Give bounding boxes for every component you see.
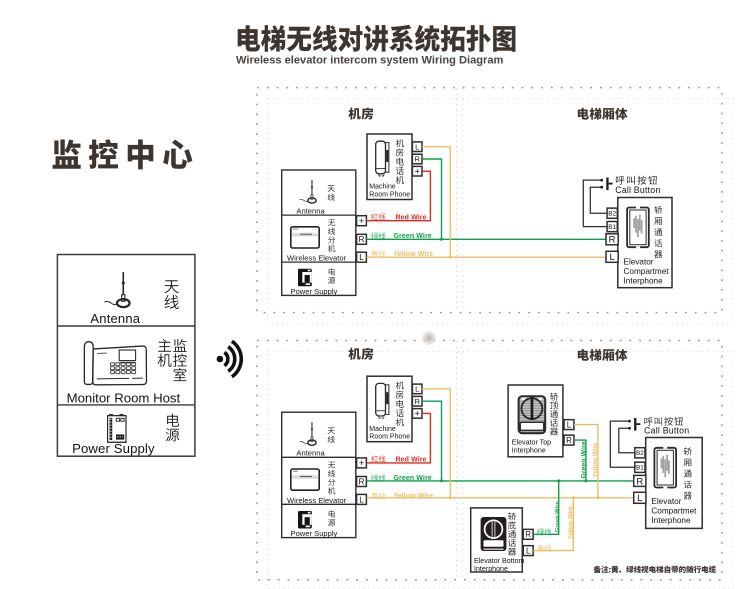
- svg-text:Machine: Machine: [369, 184, 396, 191]
- svg-text:+: +: [415, 166, 420, 176]
- svg-text:Red Wire: Red Wire: [396, 214, 427, 221]
- svg-text:L: L: [609, 252, 614, 263]
- svg-text:L: L: [359, 495, 364, 504]
- svg-text:L: L: [415, 385, 419, 394]
- svg-text:R: R: [414, 155, 420, 164]
- svg-text:R: R: [566, 436, 572, 445]
- svg-text:Antenna: Antenna: [296, 449, 325, 458]
- svg-text:L: L: [415, 142, 419, 151]
- svg-text:R: R: [609, 235, 616, 246]
- svg-text:Elevator Top: Elevator Top: [512, 438, 551, 446]
- svg-text:Call Button: Call Button: [644, 426, 689, 436]
- svg-text:R: R: [414, 397, 420, 406]
- svg-text:R: R: [525, 530, 531, 539]
- svg-text:R: R: [636, 476, 643, 487]
- svg-text:Power Supply: Power Supply: [291, 287, 338, 296]
- svg-text:Antenna: Antenna: [90, 311, 140, 326]
- svg-text:+: +: [359, 458, 364, 468]
- svg-text:Compartmet: Compartmet: [624, 267, 670, 276]
- svg-text:Green Wire: Green Wire: [581, 441, 588, 478]
- svg-text:Interphone: Interphone: [512, 446, 546, 454]
- svg-text:Green Wire: Green Wire: [394, 475, 432, 482]
- svg-text:Room Phone: Room Phone: [369, 434, 410, 441]
- svg-text:L: L: [567, 420, 572, 429]
- svg-text:L: L: [526, 546, 531, 555]
- svg-text:Yellow Wire: Yellow Wire: [569, 506, 575, 540]
- svg-text:Green Wire: Green Wire: [555, 501, 561, 532]
- svg-text:Elevator: Elevator: [624, 258, 654, 267]
- svg-text:Wireless elevator intercom sys: Wireless elevator intercom system Wiring…: [236, 55, 504, 67]
- svg-text:Room Phone: Room Phone: [369, 191, 410, 198]
- svg-text:B2: B2: [608, 211, 616, 218]
- svg-text:Elevator: Elevator: [651, 497, 681, 506]
- svg-text:Wireless Elevator: Wireless Elevator: [287, 496, 347, 505]
- svg-text:Red Wire: Red Wire: [396, 457, 427, 464]
- svg-text:Monitor Room Host: Monitor Room Host: [67, 390, 181, 405]
- svg-text:B2: B2: [636, 450, 644, 457]
- svg-text:B1: B1: [608, 224, 616, 231]
- svg-text:L: L: [637, 493, 642, 504]
- svg-text:Power Supply: Power Supply: [291, 529, 338, 538]
- svg-text:Yellow Wire: Yellow Wire: [592, 442, 599, 477]
- svg-text:Elevator Bottom: Elevator Bottom: [474, 557, 525, 565]
- svg-text:+: +: [359, 216, 364, 226]
- svg-text:Yellow Wire: Yellow Wire: [393, 251, 433, 258]
- svg-text:Interphone: Interphone: [651, 516, 691, 525]
- svg-text:Compartmet: Compartmet: [651, 507, 697, 516]
- svg-text:Interphone: Interphone: [474, 565, 508, 573]
- svg-text:R: R: [359, 235, 365, 244]
- svg-text:Machine: Machine: [369, 426, 396, 433]
- svg-text:Yellow Wire: Yellow Wire: [393, 493, 433, 500]
- svg-text:Power Supply: Power Supply: [72, 441, 155, 456]
- svg-text:Green Wire: Green Wire: [394, 233, 432, 240]
- svg-text:+: +: [415, 409, 420, 419]
- svg-text:Interphone: Interphone: [624, 277, 664, 286]
- svg-text:Wireless Elevator: Wireless Elevator: [287, 254, 347, 263]
- svg-text:B1: B1: [636, 465, 644, 472]
- svg-text:Call Button: Call Button: [615, 185, 660, 195]
- svg-text:Antenna: Antenna: [296, 206, 325, 215]
- svg-text:L: L: [359, 253, 364, 262]
- svg-text:R: R: [359, 477, 365, 486]
